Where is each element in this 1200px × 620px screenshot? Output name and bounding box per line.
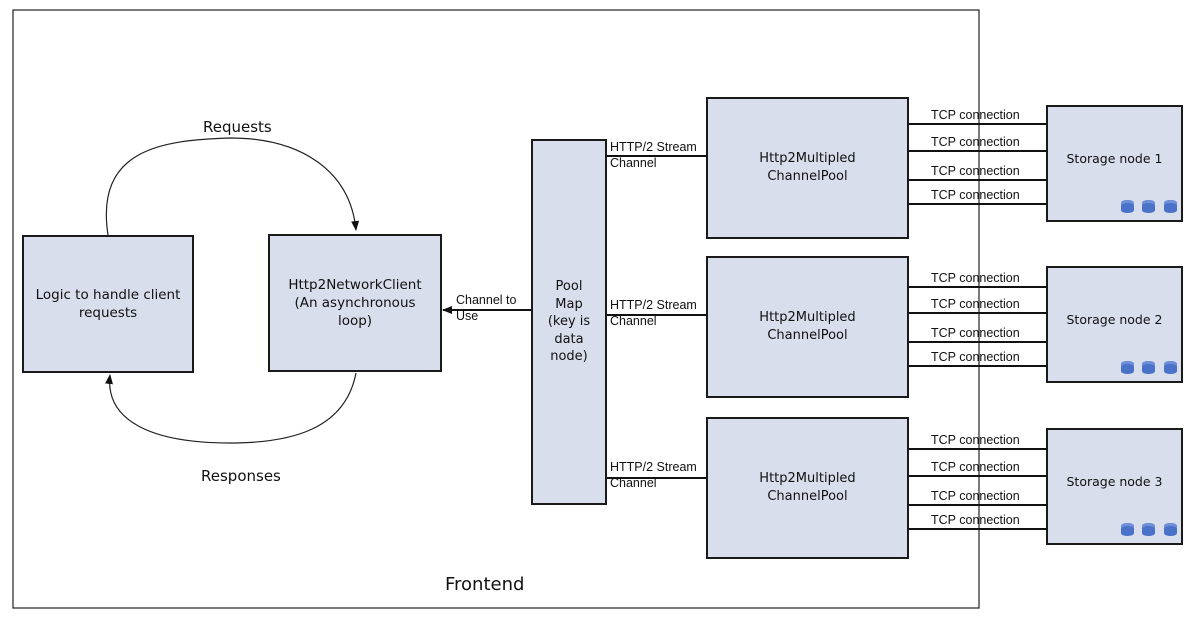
channel-pool-3: Http2Multipled ChannelPool xyxy=(706,417,909,559)
tcp-label: TCP connection xyxy=(931,460,1020,474)
tcp-label: TCP connection xyxy=(931,108,1020,122)
channel-pool-1: Http2Multipled ChannelPool xyxy=(706,97,909,239)
database-icon xyxy=(1142,523,1155,536)
channel-to-use-label: Channel to Use xyxy=(456,293,517,324)
tcp-label: TCP connection xyxy=(931,326,1020,340)
database-icon xyxy=(1164,200,1177,213)
tcp-label: TCP connection xyxy=(931,513,1020,527)
database-icon xyxy=(1121,361,1134,374)
responses-arc xyxy=(105,372,357,444)
requests-arc xyxy=(105,137,360,236)
pool-map-box: Pool Map (key is data node) xyxy=(531,139,607,505)
client-logic-box: Logic to handle client requests xyxy=(22,235,194,373)
storage-node-label: Storage node 2 xyxy=(1066,312,1163,327)
tcp-label: TCP connection xyxy=(931,489,1020,503)
tcp-label: TCP connection xyxy=(931,350,1020,364)
database-icon xyxy=(1121,200,1134,213)
database-icon xyxy=(1142,200,1155,213)
tcp-arrows xyxy=(895,120,1061,533)
frontend-label: Frontend xyxy=(445,574,525,595)
requests-label: Requests xyxy=(203,118,272,136)
tcp-label: TCP connection xyxy=(931,188,1020,202)
responses-label: Responses xyxy=(201,467,281,485)
tcp-label: TCP connection xyxy=(931,164,1020,178)
storage-node-1: Storage node 1 xyxy=(1046,105,1183,222)
database-icon xyxy=(1121,523,1134,536)
stream-label-1: HTTP/2 Stream Channel xyxy=(610,140,697,171)
stream-label-3: HTTP/2 Stream Channel xyxy=(610,460,697,491)
network-client-box: Http2NetworkClient (An asynchronous loop… xyxy=(268,234,442,372)
storage-node-label: Storage node 3 xyxy=(1066,474,1163,489)
database-icon xyxy=(1164,523,1177,536)
storage-node-label: Storage node 1 xyxy=(1066,151,1163,166)
tcp-label: TCP connection xyxy=(931,297,1020,311)
tcp-label: TCP connection xyxy=(931,135,1020,149)
tcp-label: TCP connection xyxy=(931,433,1020,447)
channel-pool-2: Http2Multipled ChannelPool xyxy=(706,256,909,398)
database-icon xyxy=(1164,361,1177,374)
storage-node-2: Storage node 2 xyxy=(1046,266,1183,383)
storage-node-3: Storage node 3 xyxy=(1046,428,1183,545)
tcp-label: TCP connection xyxy=(931,271,1020,285)
stream-label-2: HTTP/2 Stream Channel xyxy=(610,298,697,329)
database-icon xyxy=(1142,361,1155,374)
